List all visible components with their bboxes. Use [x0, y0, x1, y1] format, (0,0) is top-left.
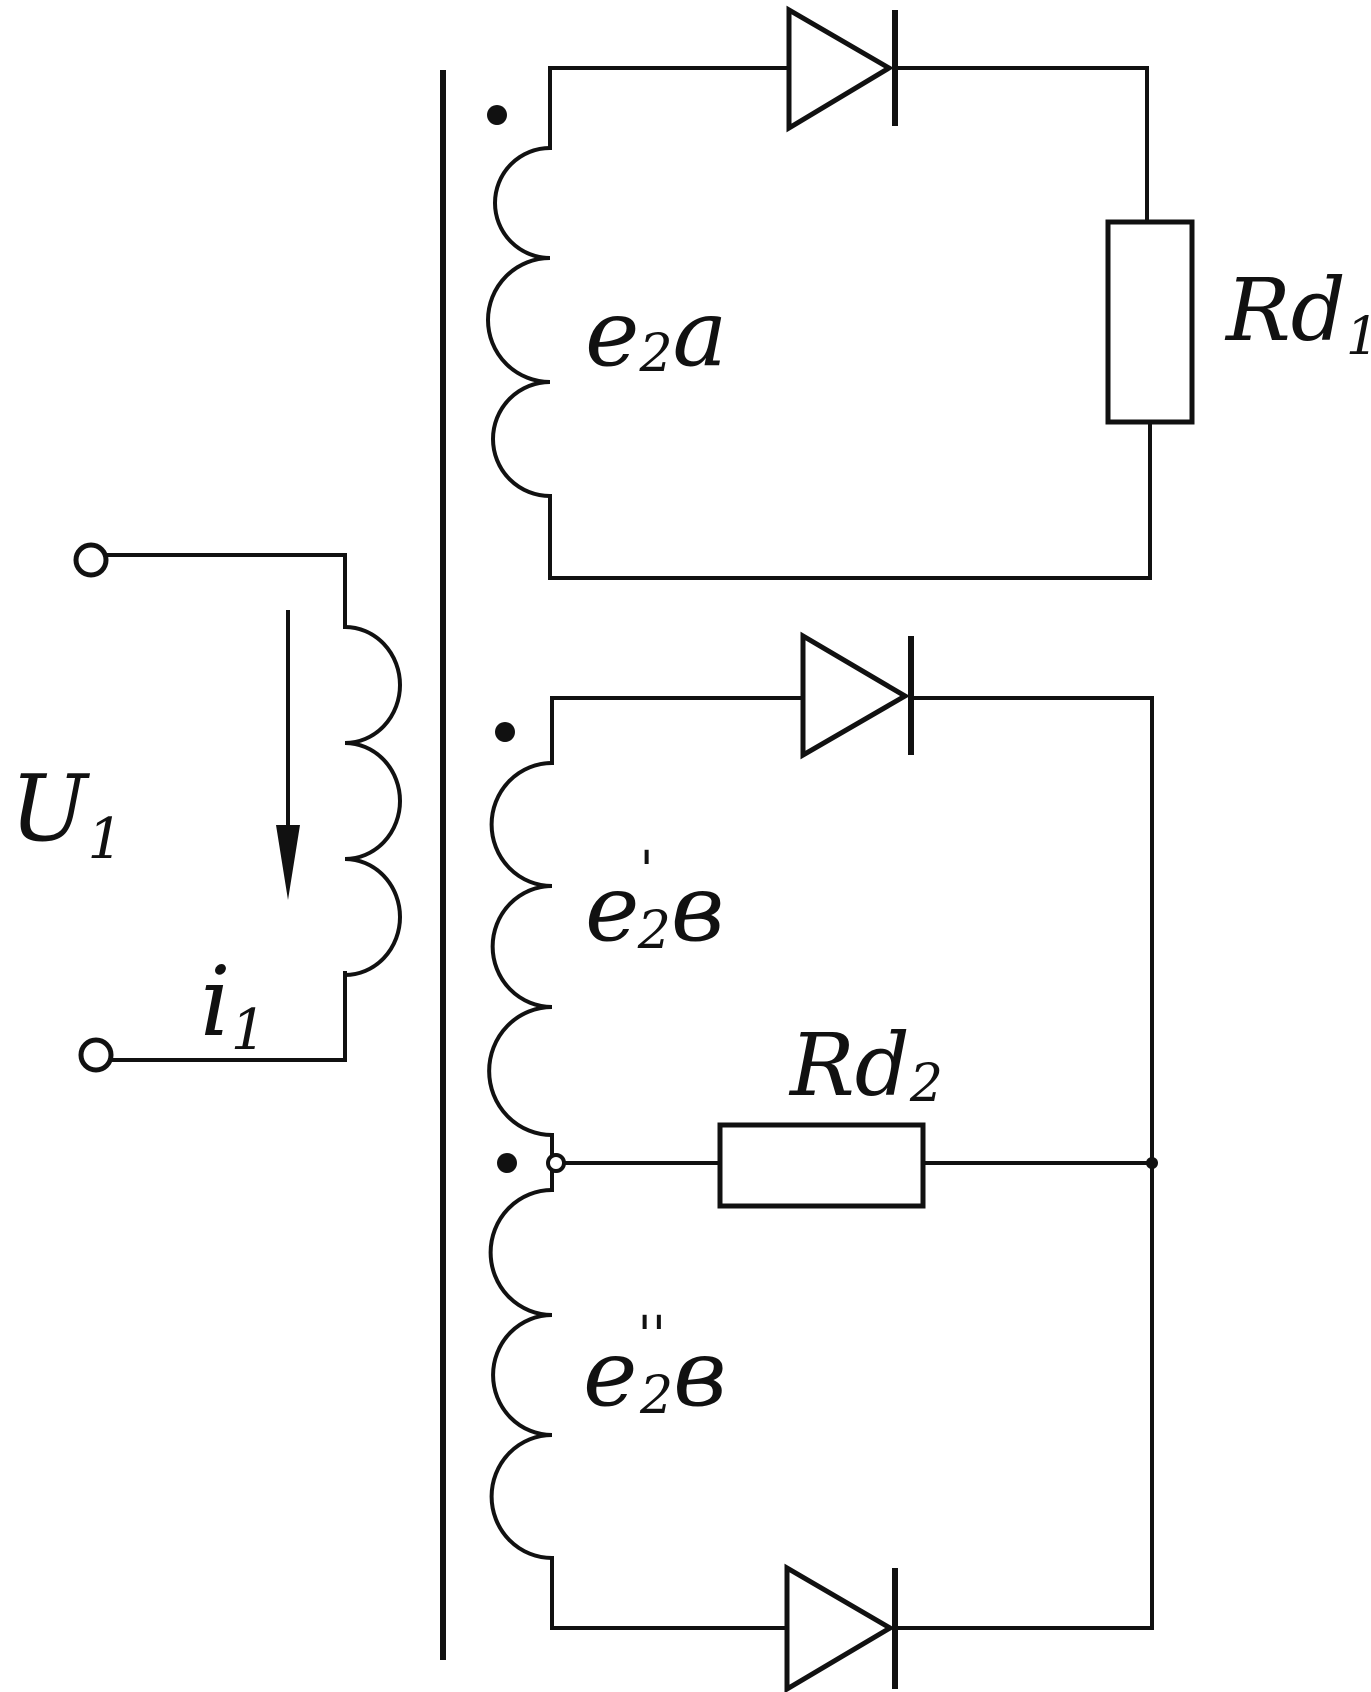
primary-circuit [73, 542, 402, 1073]
current-arrow-head [276, 825, 300, 900]
wire-a-top-right [893, 66, 1149, 224]
primary-lead-top [104, 553, 347, 629]
primary-lead-bottom [109, 971, 347, 1062]
winding-e2a [486, 145, 553, 499]
wire-a-top-left [548, 66, 787, 150]
polarity-dot-b2 [497, 1153, 517, 1173]
diode-3 [784, 1563, 895, 1692]
label-u1: U1 [10, 755, 123, 872]
label-e2a: e2a [585, 280, 727, 387]
primary-winding [342, 624, 402, 978]
winding-e2b-prime [487, 760, 555, 1138]
secondary-a-circuit [486, 5, 1195, 580]
secondary-b-circuit [487, 631, 1158, 1692]
resistor-rd2 [717, 1122, 926, 1209]
diode-2 [800, 631, 910, 760]
diode-1 [786, 5, 894, 133]
label-rd1: Rd1 [1224, 261, 1371, 367]
input-terminal-top [73, 542, 109, 578]
resistor-rd1 [1105, 219, 1195, 425]
wire-a-bottom [548, 423, 1152, 580]
input-terminal-bottom [78, 1037, 114, 1073]
wire-b-top-left [550, 696, 802, 765]
label-e2b-prime: e'2в [585, 841, 724, 962]
right-junction [1146, 1157, 1158, 1169]
polarity-dot-b1 [495, 722, 515, 742]
label-e2b-double-prime: e''2в [583, 1306, 727, 1427]
winding-e2b-double-prime [488, 1187, 555, 1561]
polarity-dot-a [487, 105, 507, 125]
wire-b-bottom-left [550, 1556, 785, 1630]
label-i1: i1 [200, 946, 266, 1063]
center-tap-junction [546, 1153, 566, 1173]
label-rd2: Rd2 [788, 1016, 943, 1116]
